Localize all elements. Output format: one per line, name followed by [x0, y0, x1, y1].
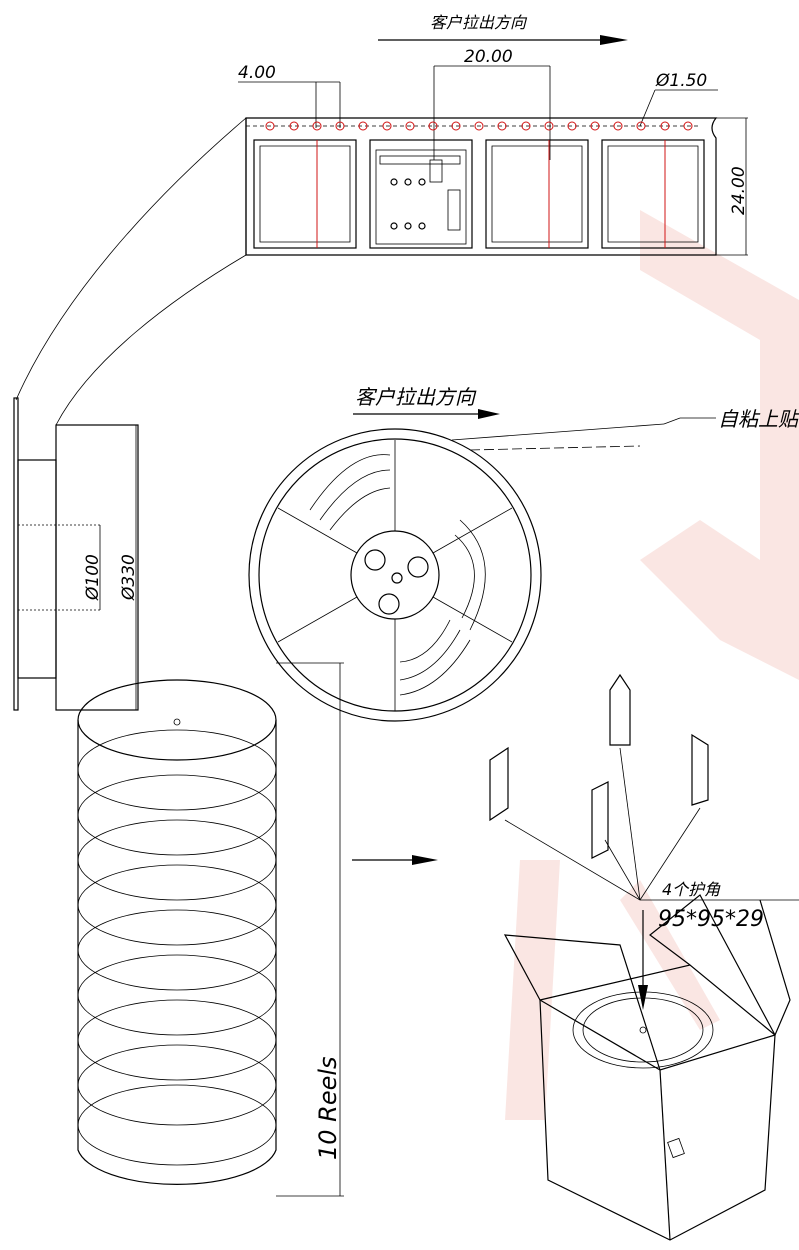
- drop-arrow: [638, 910, 648, 1010]
- stack-to-box-arrow: [352, 855, 438, 865]
- box-size-label: 95*95*29: [658, 907, 764, 932]
- dim-hole-value: Ø1.50: [655, 71, 707, 91]
- dim-outer-value: Ø330: [119, 554, 139, 601]
- dim-tape-width: [716, 117, 748, 256]
- dim-pitch-small: [238, 81, 341, 128]
- tape-direction-arrow: [378, 35, 628, 45]
- reel-direction-arrow: [353, 409, 500, 419]
- dim-hub-value: Ø100: [83, 554, 103, 601]
- dim-pitch-large-value: 20.00: [464, 47, 513, 67]
- stack-dimension: [276, 662, 344, 1197]
- connector-component: [379, 155, 461, 231]
- corner-protectors-label: 4个护角: [662, 880, 721, 899]
- dim-tape-width-value: 24.00: [729, 166, 749, 215]
- dim-pitch-large: [433, 65, 551, 160]
- corner-protectors: [489, 673, 799, 901]
- stack-label: 10 Reels: [314, 1056, 342, 1160]
- reel-direction-label: 客户拉出方向: [355, 385, 477, 409]
- dim-hole: [639, 89, 718, 127]
- carrier-tape: [245, 117, 718, 256]
- tape-leader-curves: [15, 117, 247, 426]
- sticker-leader: [451, 417, 716, 451]
- dim-pitch-small-value: 4.00: [238, 63, 276, 83]
- watermark-logo: [505, 210, 799, 1120]
- reel-side-view: [13, 397, 139, 711]
- sticker-label: 自粘上贴: [718, 407, 799, 431]
- reel-front-view: [248, 428, 542, 722]
- top-direction-label: 客户拉出方向: [430, 13, 528, 32]
- packing-box: [503, 894, 791, 1241]
- reel-stack: [77, 679, 277, 1185]
